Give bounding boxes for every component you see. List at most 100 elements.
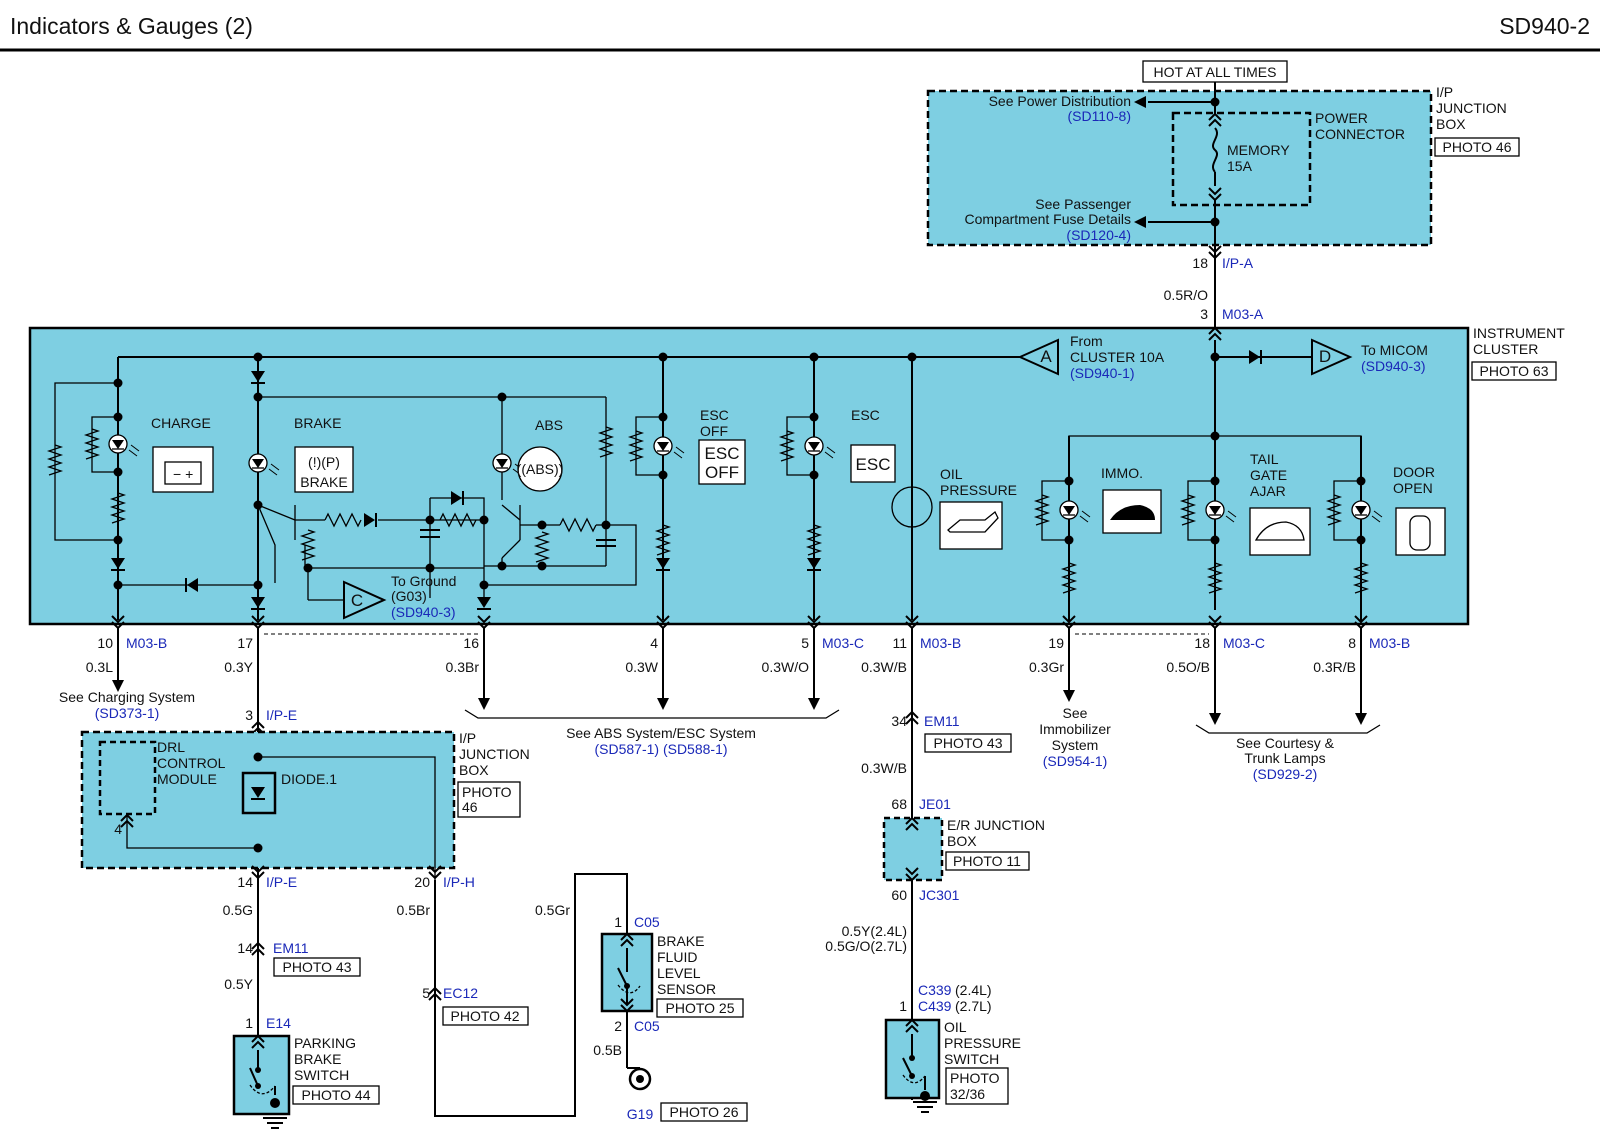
- pin-16: 16: [463, 635, 479, 651]
- wire-05b: 0.5B: [593, 1042, 622, 1058]
- drl-label-1: DRL: [157, 739, 185, 755]
- from-connector-a: [1017, 338, 1059, 376]
- ipjb-lower-label-1: I/P: [459, 730, 476, 746]
- conn-iph: I/P-H: [443, 874, 475, 890]
- power-connector-box: [1171, 111, 1312, 207]
- ops-label-2: PRESSURE: [944, 1035, 1021, 1051]
- drl-label-3: MODULE: [157, 771, 217, 787]
- ipjb-top-label-2: JUNCTION: [1436, 100, 1507, 116]
- wire-03br: 0.3Br: [446, 659, 480, 675]
- wire-05ro: 0.5R/O: [1164, 287, 1208, 303]
- parking-brake-switch: [232, 1034, 291, 1116]
- svg-text:ESC: ESC: [856, 455, 891, 474]
- conn-e14: E14: [266, 1015, 291, 1031]
- pin-3-ipe: 3: [245, 707, 253, 723]
- door-label-2: OPEN: [1393, 480, 1433, 496]
- oil-label-2: PRESSURE: [940, 482, 1017, 498]
- wire-05gr: 0.5Gr: [535, 902, 570, 918]
- photo-42: PHOTO 42: [451, 1008, 520, 1024]
- esc-off-icon: [698, 439, 746, 485]
- conn-c339: C339: [918, 982, 952, 998]
- pin-2-c05: 2: [614, 1018, 622, 1034]
- to-ground-ref[interactable]: (SD940-3): [391, 604, 456, 620]
- pbs-label-1: PARKING: [294, 1035, 356, 1051]
- abs-label: ABS: [535, 417, 563, 433]
- conn-m03-a: M03-A: [1222, 306, 1264, 322]
- pin-34-em11: 34: [891, 713, 907, 729]
- brake-warning-circuit: (!)(P) BRAKE: [248, 352, 606, 620]
- brake-fluid-level-sensor: [600, 932, 654, 1013]
- erjb-photo-box: [945, 851, 1030, 871]
- outgoing-wires: [112, 628, 1381, 734]
- oil-label-1: OIL: [940, 466, 963, 482]
- conn-ipe-1: I/P-E: [266, 707, 297, 723]
- conn-c05-top: C05: [634, 914, 660, 930]
- bfl-label-1: BRAKE: [657, 933, 704, 949]
- courtesy-ref[interactable]: (SD929-2): [1253, 766, 1318, 782]
- pin-1-e14: 1: [245, 1015, 253, 1031]
- svg-text:OFF: OFF: [705, 463, 739, 482]
- svg-text:ESC: ESC: [705, 444, 740, 463]
- abs-icon: [517, 446, 563, 492]
- pin-60-jc301: 60: [891, 887, 907, 903]
- ipjb-lower-label-2: JUNCTION: [459, 746, 530, 762]
- bfl-label-3: LEVEL: [657, 965, 701, 981]
- abs-esc-ref[interactable]: (SD587-1) (SD588-1): [594, 741, 727, 757]
- power-distribution-ref[interactable]: (SD110-8): [1067, 108, 1131, 124]
- ipjb-top-label-1: I/P: [1436, 84, 1453, 100]
- charging-ref[interactable]: (SD373-1): [95, 705, 160, 721]
- pin-3-top: 3: [1200, 306, 1208, 322]
- conn-jc301: JC301: [919, 887, 960, 903]
- conn-c05-bottom: C05: [634, 1018, 660, 1034]
- esc-circuit: ESC: [780, 352, 896, 620]
- ip-junction-box-lower: [80, 730, 456, 870]
- pin-17: 17: [237, 635, 253, 651]
- esc-label: ESC: [851, 407, 880, 423]
- fuse-memory-15a: [1212, 127, 1218, 173]
- brake-fluid-wire: [434, 873, 628, 1117]
- ipjb-lower-photo-box: [457, 781, 521, 818]
- cluster-label-2: CLUSTER: [1473, 341, 1538, 357]
- svg-text:((ABS)): ((ABS)): [517, 461, 564, 477]
- erjb-label-2: BOX: [947, 833, 977, 849]
- ipjb-lower-photo-1: PHOTO: [462, 784, 512, 800]
- conn-em11-right: EM11: [924, 713, 960, 729]
- conn-ec12: EC12: [443, 985, 478, 1001]
- wire-05ob: 0.5O/B: [1166, 659, 1210, 675]
- wire-03gr: 0.3Gr: [1029, 659, 1064, 675]
- conn-ipe-2: I/P-E: [266, 874, 297, 890]
- bfl-photo: PHOTO 25: [666, 1000, 735, 1016]
- from-ref[interactable]: (SD940-1): [1070, 365, 1135, 381]
- see-charging: See Charging System: [59, 689, 195, 705]
- tailgate-label-3: AJAR: [1250, 483, 1286, 499]
- to-micom-label: To MICOM: [1361, 342, 1428, 358]
- conn-m03-c-2: M03-C: [1223, 635, 1265, 651]
- wire-03l: 0.3L: [86, 659, 113, 675]
- tailgate-icon: [1249, 507, 1311, 556]
- conn-m03-b-1: M03-B: [126, 635, 167, 651]
- to-c-letter: C: [351, 591, 363, 610]
- conn-m03-c-1: M03-C: [822, 635, 864, 651]
- immo-ref[interactable]: (SD954-1): [1043, 753, 1108, 769]
- see-courtesy-1: See Courtesy &: [1236, 735, 1335, 751]
- svg-text:− +: − +: [173, 466, 193, 482]
- oil-pressure-circuit: [891, 352, 1003, 620]
- conn-m03-b-3: M03-B: [1369, 635, 1410, 651]
- photo-43-left-box: [273, 957, 361, 977]
- wire-05br: 0.5Br: [397, 902, 431, 918]
- ipjb-top-label-3: BOX: [1436, 116, 1466, 132]
- power-connector-label-1: POWER: [1315, 110, 1368, 126]
- brake-label: BRAKE: [294, 415, 341, 431]
- pin-4-drl: 4: [114, 821, 122, 837]
- passenger-fuse-ref[interactable]: (SD120-4): [1066, 227, 1131, 243]
- door-open-circuit: [1327, 476, 1446, 594]
- see-immo-2: Immobilizer: [1039, 721, 1111, 737]
- cluster-label-1: INSTRUMENT: [1473, 325, 1565, 341]
- to-micom-ref[interactable]: (SD940-3): [1361, 358, 1426, 374]
- to-d-letter: D: [1319, 347, 1331, 366]
- pbs-photo: PHOTO 44: [302, 1087, 371, 1103]
- door-open-icon: [1395, 507, 1446, 556]
- bfl-photo-box: [656, 998, 744, 1018]
- photo-43-left: PHOTO 43: [283, 959, 352, 975]
